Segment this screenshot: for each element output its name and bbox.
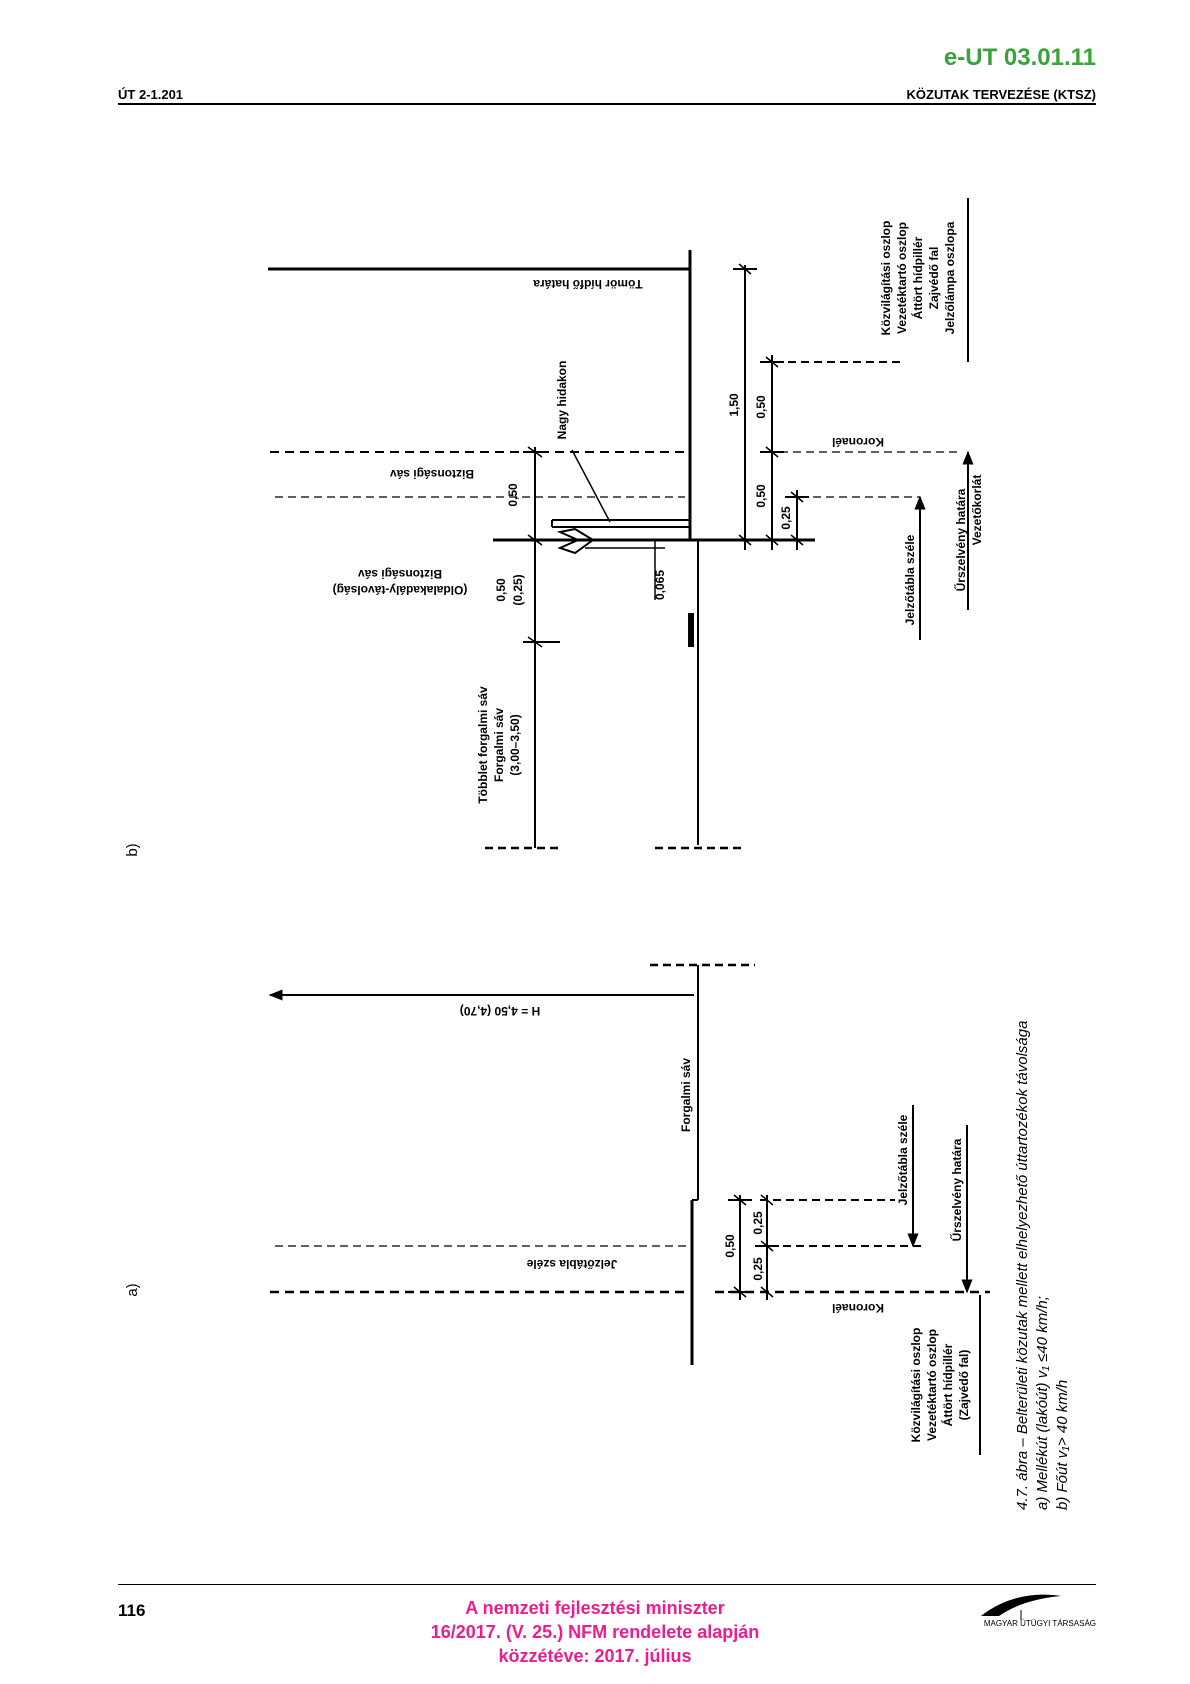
caption-line1: 4.7. ábra – Belterületi közutak mellett … <box>1014 1021 1031 1510</box>
forgalmi-sav-a: Forgalmi sáv <box>679 1058 693 1132</box>
chapter-title: KÖZUTAK TERVEZÉSE (KTSZ) <box>906 87 1096 102</box>
object-b-3: Áttört hídpillér <box>910 236 925 319</box>
object-a-3: Áttört hídpillér <box>940 1343 955 1426</box>
logo-text: MAGYAR ÚTÜGYI TÁRSASÁG <box>983 1619 1096 1628</box>
dim-050-b: 0,50 <box>494 578 508 602</box>
caption-line3: b) Főút v₁> 40 km/h <box>1054 1380 1071 1510</box>
publisher-line2: 16/2017. (V. 25.) NFM rendelete alapján <box>430 1622 760 1642</box>
koronael-label-a: Koronaél <box>832 1301 884 1315</box>
oldalakadaly-line1: Biztonsági sáv <box>358 567 442 581</box>
koronael-label-b: Koronaél <box>832 435 884 449</box>
footer-rule <box>118 1584 1096 1585</box>
object-b-4: Zajvédő fal <box>927 247 941 310</box>
dim-0065: 0,065 <box>653 570 667 600</box>
part-a-drawing <box>268 963 990 1455</box>
part-a-label: a) <box>124 1283 141 1296</box>
h-dimension-label: H = 4,50 (4,70) <box>460 1004 540 1018</box>
object-b-5: Jelzőlámpa oszlopa <box>943 221 957 334</box>
dim-050-a-partA: 0,50 <box>723 1234 737 1258</box>
road-swoosh-icon <box>981 1594 1061 1620</box>
dim-150: 1,50 <box>727 393 741 417</box>
tomor-hidfo-label: Tömör hídfő határa <box>533 277 643 291</box>
object-a-1: Közvilágítási oszlop <box>909 1328 923 1443</box>
forgalmi-sav-line2: Forgalmi sáv <box>492 708 506 782</box>
object-a-4: (Zajvédő fal) <box>957 1350 971 1421</box>
header-rule <box>118 103 1096 105</box>
object-b-1: Közvilágítási oszlop <box>879 221 893 336</box>
biztonsagi-sav-label: Biztonsági sáv <box>390 467 474 481</box>
caption-line2: a) Mellékút (lakóút) v₁ ≤40 km/h; <box>1034 1296 1051 1510</box>
oldalakadaly-line2: (Oldalakadály-távolság) <box>333 583 468 597</box>
publisher-line1: A nemzeti fejlesztési miniszter <box>465 1598 725 1618</box>
part-b-label: b) <box>124 843 141 856</box>
document-code: e-UT 03.01.11 <box>943 44 1096 71</box>
dim-025-c: 0,25 <box>779 506 793 530</box>
urszelveny-a: Űrszelvény határa <box>949 1138 964 1241</box>
dim-025-b-partA: 0,25 <box>751 1257 765 1281</box>
urszelveny-line2-b: Vezetőkorlát <box>970 475 984 546</box>
forgalmi-sav-line3: (3,00–3,50) <box>508 714 522 775</box>
dim-050-c: 0,50 <box>754 395 768 419</box>
dim-025-a: 0,25 <box>751 1211 765 1235</box>
jelzotabla-szele-b: Jelzőtábla széle <box>903 534 917 625</box>
dim-025-b: (0,25) <box>511 574 525 605</box>
standard-number: ÚT 2-1.201 <box>118 87 184 102</box>
part-b-drawing <box>268 198 974 850</box>
object-b-2: Vezetéktartó oszlop <box>895 222 909 334</box>
nagy-hidakon-label: Nagy hidakon <box>555 361 569 440</box>
page-number: 116 <box>118 1601 146 1620</box>
object-a-2: Vezetéktartó oszlop <box>925 1329 939 1441</box>
dim-050-a: 0,50 <box>506 483 520 507</box>
jelzotabla-szele-a-right: Jelzőtábla széle <box>896 1114 910 1205</box>
mut-logo: MAGYAR ÚTÜGYI TÁRSASÁG <box>921 1590 1096 1630</box>
publisher-note: A nemzeti fejlesztési miniszter 16/2017.… <box>330 1596 860 1668</box>
forgalmi-sav-line1: Többlet forgalmi sáv <box>476 686 490 804</box>
urszelveny-line1-b: Űrszelvény határa <box>953 488 968 591</box>
publisher-line3: közzétéve: 2017. július <box>498 1646 692 1666</box>
jelzotabla-szele-a-left: Jelzőtábla széle <box>526 1257 617 1271</box>
dim-050-d: 0,50 <box>754 484 768 508</box>
